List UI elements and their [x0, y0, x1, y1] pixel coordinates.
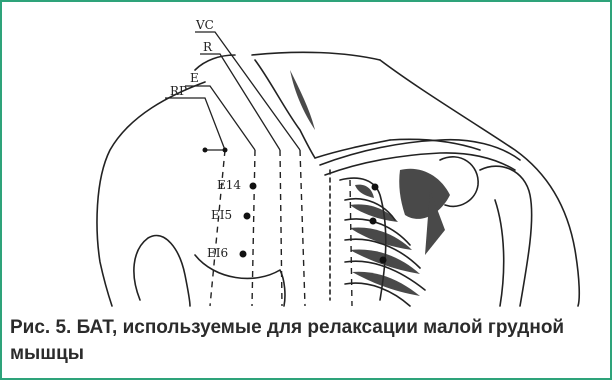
- meridian-label-e: E: [190, 71, 199, 85]
- acupoint-chest-2: [370, 218, 377, 225]
- acupoint-e-start: [223, 148, 228, 153]
- point-label-e14: E14: [217, 178, 241, 192]
- point-label-e16: EI6: [207, 246, 228, 260]
- acupoint-chest-3: [380, 257, 387, 264]
- acupoint-e15: [244, 213, 251, 220]
- meridian-label-vc: VC: [195, 18, 214, 32]
- acupoint-e16: [240, 251, 247, 258]
- acupoint-rp-start: [203, 148, 208, 153]
- figure-caption: Рис. 5. БАТ, используемые для релаксации…: [10, 315, 600, 367]
- meridian-label-r: R: [203, 40, 213, 54]
- acupoint-chest-1: [372, 184, 379, 191]
- point-label-e15: EI5: [211, 208, 232, 222]
- meridian-label-rp: RP: [170, 84, 187, 98]
- acupoint-e14: [250, 183, 257, 190]
